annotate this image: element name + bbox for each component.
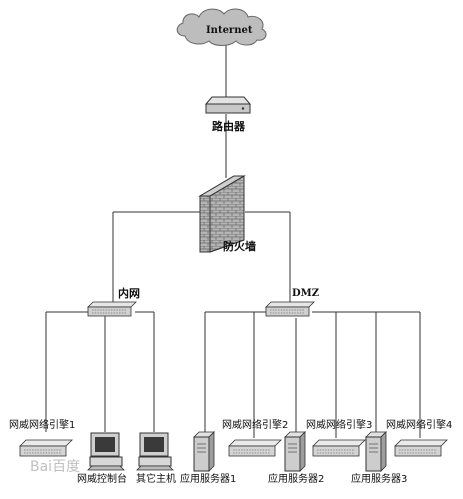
engine-2-label: 网威网络引擎2 <box>222 420 289 431</box>
other-host-computer-icon <box>136 432 174 471</box>
dmz-switch-icon <box>265 301 315 317</box>
network-engine-1-icon <box>19 439 73 457</box>
connection-lines <box>45 45 421 438</box>
network-engine-3-icon <box>312 439 366 457</box>
other-host-label: 其它主机 <box>136 474 176 485</box>
engine-3-label: 网威网络引擎3 <box>306 420 373 431</box>
network-engine-2-icon <box>228 439 282 457</box>
console-label: 网威控制台 <box>77 474 127 485</box>
app-server-1-icon <box>193 431 215 472</box>
watermark: Bai百度 <box>30 459 81 475</box>
router-icon <box>204 96 252 114</box>
console-computer-icon <box>87 432 125 471</box>
engine-4-label: 网威网络引擎4 <box>386 420 453 431</box>
engine-1-label: 网威网络引擎1 <box>9 420 76 431</box>
firewall-icon <box>198 175 246 253</box>
router-label: 路由器 <box>212 120 245 133</box>
firewall-label: 防火墙 <box>223 240 256 253</box>
app-server-3-label: 应用服务器3 <box>351 474 408 485</box>
network-engine-4-icon <box>394 439 448 457</box>
app-server-2-label: 应用服务器2 <box>268 474 325 485</box>
intranet-switch-icon <box>87 301 137 317</box>
app-server-3-icon <box>365 431 387 472</box>
dmz-label: DMZ <box>292 288 320 299</box>
app-server-1-label: 应用服务器1 <box>180 474 237 485</box>
app-server-2-icon <box>284 431 306 472</box>
intranet-label: 内网 <box>118 287 140 300</box>
internet-cloud-icon <box>176 8 267 46</box>
internet-label: Internet <box>206 25 253 36</box>
